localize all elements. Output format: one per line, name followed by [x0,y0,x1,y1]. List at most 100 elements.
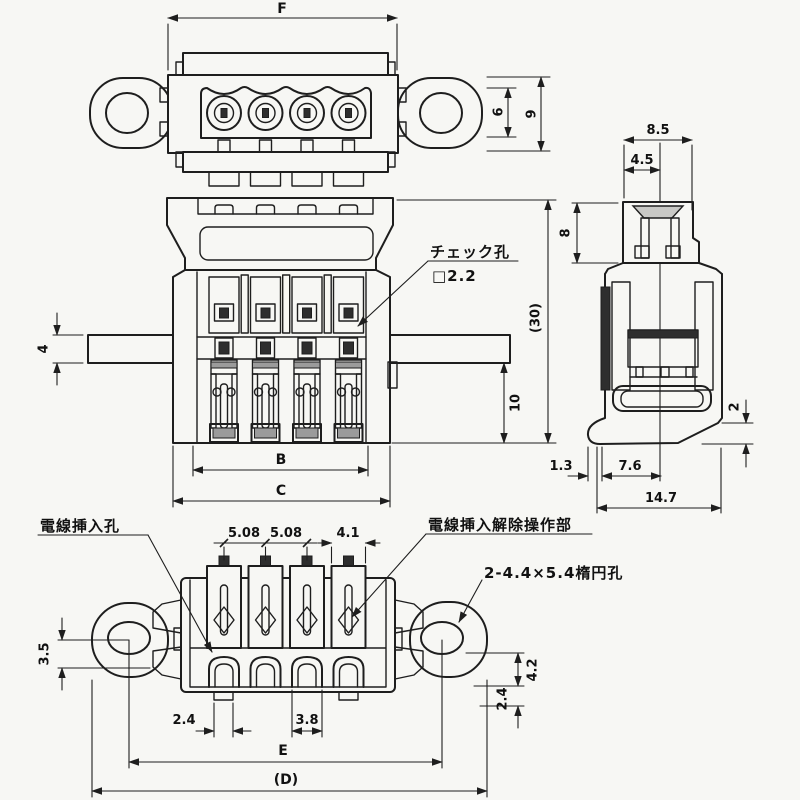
side-lug [397,121,407,137]
dim-508a-label: 5.08 [228,526,260,541]
dim-30-label: (30) [529,303,544,333]
top-lower-flange [182,151,389,173]
dim-8-ext [571,202,619,264]
wire-slot-3 [289,555,325,649]
bottom-foot-tab [338,691,359,701]
bottom-foot-tab [213,691,234,701]
bottom-view: 5.08 5.08 4.1 電線挿入孔 電線挿入解除操作部 2-4.4×5.4楕… [37,516,623,798]
bottom-tab [208,171,240,187]
terminal-recess [200,86,372,139]
top-view: F 6 9 [89,1,551,187]
dim-45-label: 4.5 [630,153,653,168]
dim-2-label: 2 [728,402,743,411]
side-body-outline [586,273,723,445]
pole-cell-3 [291,276,323,443]
dim-D-label: (D) [274,772,298,788]
wire-hole-label: 電線挿入孔 [40,517,120,535]
check-hole-leader [357,260,429,327]
dim-bottom-ext [587,446,722,514]
dim-E-label: E [278,743,288,759]
pole-cell-2 [249,276,282,443]
side-lug [173,627,182,651]
dim-pitch-ticks [219,538,312,548]
dim-13-label: 1.3 [549,459,572,474]
wire-slot-2 [247,555,284,649]
bottom-inner-lines [189,579,387,688]
side-lug [159,87,169,103]
dim-4-ext [52,334,84,364]
dim-85-label: 8.5 [646,123,669,138]
top-upper-flange [182,52,389,78]
box-foot [660,366,670,378]
dim-38-label: 3.8 [295,713,318,728]
side-latch-strip [600,286,611,391]
side-channel-inner [620,390,704,408]
dim-8-label: 8 [559,228,574,237]
dim-pitch-ext [223,546,367,564]
separator-prong [282,274,291,334]
side-lug [159,121,169,137]
right-ear-link [394,599,424,680]
bottom-tab [332,171,365,187]
block-inner-walls [196,271,367,444]
wire-slot-4-release [330,555,367,649]
hood-inner-wall [197,197,374,215]
check-hole-label: チェック孔 [430,243,510,261]
side-center-box-band [627,329,699,339]
dim-30-ext [391,199,557,444]
separator-prong [323,274,332,334]
wire-slot-1 [206,555,242,649]
cap-foot [665,245,681,259]
top-left-mounting-hole [105,92,149,134]
dim-BC-ext [172,445,391,508]
dim-24r-label: 2.4 [496,687,511,710]
box-foot [635,366,644,378]
dim-F-label: F [277,1,287,17]
dim-B-label: B [276,452,287,468]
dim-4-label: 4 [37,344,52,353]
dim-508b-label: 5.08 [270,526,302,541]
separator-prong [240,274,249,334]
bottom-tab [249,171,282,187]
dim-6-label: 6 [492,107,507,116]
dim-F-ext [167,23,398,71]
front-hood [166,197,394,271]
pole-cell-4 [332,276,365,443]
right-rail [389,334,511,364]
pole-cell-1 [208,276,240,443]
dim-35-label: 3.5 [38,642,53,665]
oval-hole-label: 2-4.4×5.4楕円孔 [484,564,623,582]
left-ear-link [152,599,182,680]
dim-10-label: 10 [509,394,524,412]
left-rail [87,334,174,364]
dim-9-label: 9 [525,109,540,118]
dim-C-label: C [276,483,286,499]
flange-tab [175,151,184,168]
release-leader [351,533,427,618]
block-outline [172,269,391,444]
wire-hole-leader [147,534,213,653]
dim-24b-label: 2.4 [172,713,195,728]
hood-window [199,226,374,261]
check-hole-size: □2.2 [432,267,477,285]
bottom-tab [291,171,323,187]
dim-35-ext [57,639,151,669]
dim-69-ext [486,76,551,152]
side-view: 8.5 4.5 8 2 1.3 7.6 14.7 [549,123,754,514]
cap-foot [634,245,650,259]
dim-ED-ext [91,639,488,798]
box-foot [685,366,694,378]
side-lug [394,627,403,651]
flange-tab [387,151,396,168]
front-view: 4 (30) 10 B C チェック孔 □2.2 [37,197,557,508]
side-channel [612,385,712,412]
top-right-mounting-hole [419,92,463,134]
block-shelf-lines [196,336,367,360]
side-lug [397,87,407,103]
side-shoulder [604,262,723,275]
dim-76-label: 7.6 [618,459,641,474]
dim-42-label: 4.2 [526,658,541,681]
release-label: 電線挿入解除操作部 [428,516,572,534]
